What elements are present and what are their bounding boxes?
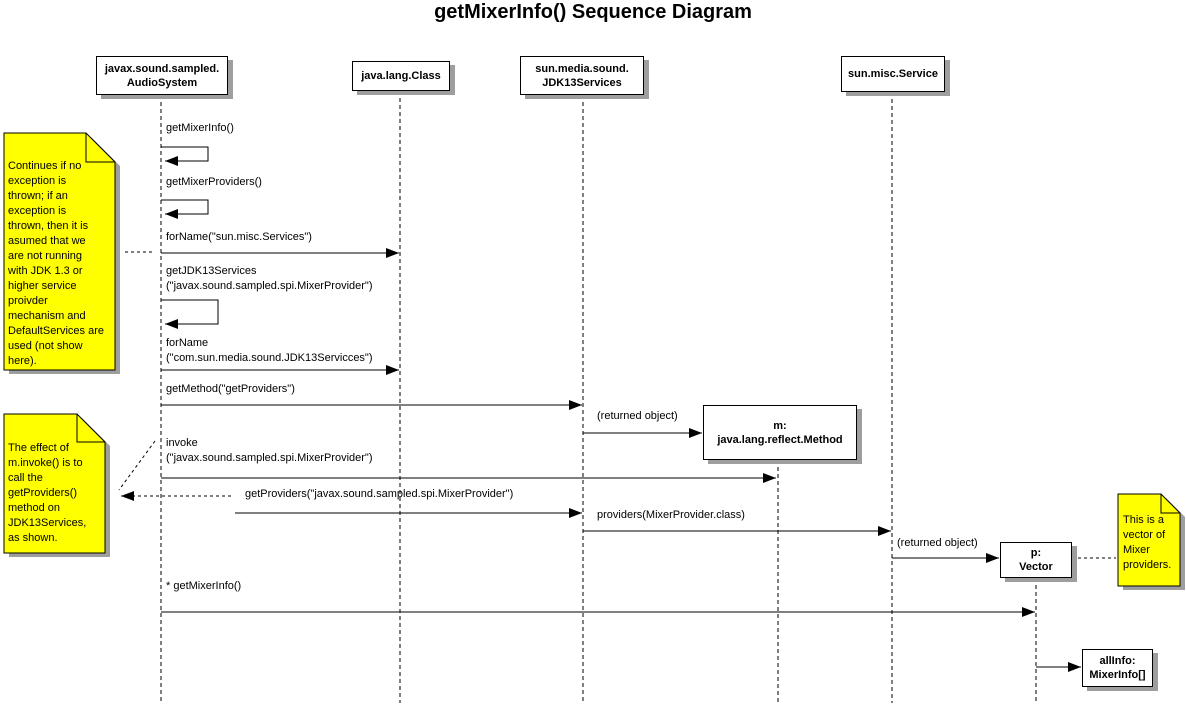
message-label-invoke: invoke ("javax.sound.sampled.spi.MixerPr… [166, 437, 373, 464]
object-label-allinfo: allInfo: MixerInfo[] [1089, 655, 1146, 681]
note-1-fold-icon [85, 133, 115, 163]
note-2-connector-diagonal [118, 440, 156, 491]
message-label-returned-object-method: (returned object) [597, 410, 678, 422]
message-label-getmixerproviders: getMixerProviders() [166, 176, 262, 188]
message-label-forname-services: forName("sun.misc.Services") [166, 231, 312, 243]
note-connectors [118, 251, 1116, 559]
object-box-allinfo: allInfo: MixerInfo[] [1082, 649, 1153, 687]
message-label-providers: providers(MixerProvider.class) [597, 509, 745, 521]
object-label-vector: p: Vector [1019, 547, 1053, 573]
object-box-vector: p: Vector [1000, 542, 1072, 578]
note-jdk-exception-text: Continues if no exception is thrown; if … [8, 160, 104, 367]
note-shapes [3, 132, 1181, 587]
note-1-shape [3, 132, 116, 371]
lifeline-label-audiosystem: javax.sound.sampled. AudioSystem [104, 62, 220, 89]
message-label-getmixerinfo: getMixerInfo() [166, 122, 234, 134]
lifeline-label-jdk13services: sun.media.sound. JDK13Services [535, 62, 629, 89]
object-box-method: m: java.lang.reflect.Method [703, 405, 857, 460]
message-label-star-getmixerinfo: * getMixerInfo() [166, 580, 242, 592]
message-label-forname-jdk13servicces: forName ("com.sun.media.sound.JDK13Servi… [166, 337, 373, 364]
arrow-getmixerinfo-self [161, 146, 209, 166]
message-label-getmethod: getMethod("getProviders") [166, 383, 295, 395]
lifeline-label-service: sun.misc.Service [848, 68, 938, 80]
message-label-returned-object-vector: (returned object) [897, 537, 978, 549]
lifeline-head-service: sun.misc.Service [841, 56, 945, 92]
arrow-getjdk13services-self [161, 299, 219, 329]
arrow-getmixerproviders-self [161, 199, 209, 219]
message-label-getproviders: getProviders("javax.sound.sampled.spi.Mi… [245, 488, 514, 500]
message-arrows [161, 146, 1081, 672]
message-label-getjdk13services: getJDK13Services ("javax.sound.sampled.s… [166, 265, 373, 292]
note-3-shape [1117, 493, 1181, 587]
lifeline-label-class: java.lang.Class [361, 70, 441, 82]
lifeline-head-class: java.lang.Class [352, 61, 450, 91]
note-vector-text: This is a vector of Mixer providers. [1123, 514, 1172, 571]
note-invoke-effect-text: The effect of m.invoke() is to call the … [8, 442, 87, 544]
note-3-fold-icon [1160, 494, 1180, 514]
object-label-method: m: java.lang.reflect.Method [717, 419, 843, 446]
lifeline-head-jdk13services: sun.media.sound. JDK13Services [520, 56, 644, 95]
lifeline-head-audiosystem: javax.sound.sampled. AudioSystem [96, 56, 228, 95]
diagram-title: getMixerInfo() Sequence Diagram [434, 1, 752, 23]
lifelines [160, 91, 1037, 703]
note-2-fold-icon [76, 414, 105, 443]
note-2-shape [3, 413, 106, 554]
